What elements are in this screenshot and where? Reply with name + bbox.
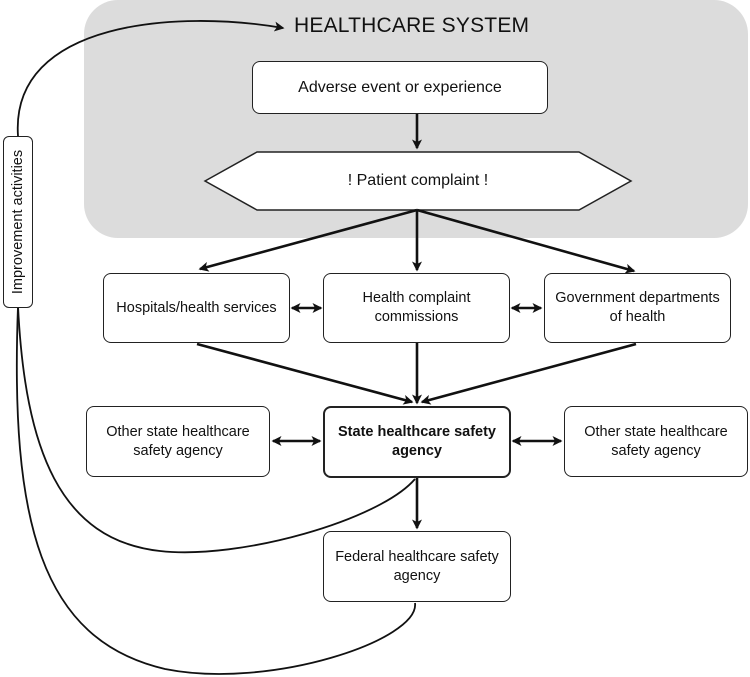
hospitals-label: Hospitals/health services xyxy=(116,299,277,316)
improvement-activities-label: Improvement activities xyxy=(10,149,26,295)
state-agency-label: State healthcare safety agency xyxy=(338,424,496,459)
improvement-activities-box: Improvement activities xyxy=(3,136,33,308)
patient-complaint-hexagon xyxy=(203,151,633,211)
complaint-commissions-box: Health complaint commissions xyxy=(323,273,510,343)
adverse-event-label: Adverse event or experience xyxy=(298,79,502,96)
hospitals-box: Hospitals/health services xyxy=(103,273,290,343)
edge-complaint-to-government xyxy=(416,208,636,274)
state-agency-box: State healthcare safety agency xyxy=(323,406,511,478)
other-state-left-box: Other state healthcare safety agency xyxy=(86,406,270,477)
federal-agency-box: Federal healthcare safety agency xyxy=(323,531,511,602)
other-state-right-box: Other state healthcare safety agency xyxy=(564,406,748,477)
federal-agency-label: Federal healthcare safety agency xyxy=(335,548,499,584)
government-label: Government departments of health xyxy=(555,290,720,325)
feedback-curve-federal xyxy=(15,305,416,675)
patient-complaint-label: ! Patient complaint ! xyxy=(347,172,489,189)
adverse-event-box: Adverse event or experience xyxy=(252,61,548,114)
feedback-curve-state xyxy=(17,305,416,554)
feedback-curve-improvement xyxy=(17,20,285,137)
diagram-title: HEALTHCARE SYSTEM xyxy=(294,14,530,37)
edge-complaint-to-hospitals xyxy=(198,208,418,272)
other-state-left-label: Other state healthcare safety agency xyxy=(106,423,250,459)
edge-government-to-state xyxy=(420,342,637,405)
edge-hospitals-to-state xyxy=(196,342,414,405)
complaint-commissions-label: Health complaint commissions xyxy=(362,290,471,325)
government-box: Government departments of health xyxy=(544,273,731,343)
other-state-right-label: Other state healthcare safety agency xyxy=(584,423,728,459)
